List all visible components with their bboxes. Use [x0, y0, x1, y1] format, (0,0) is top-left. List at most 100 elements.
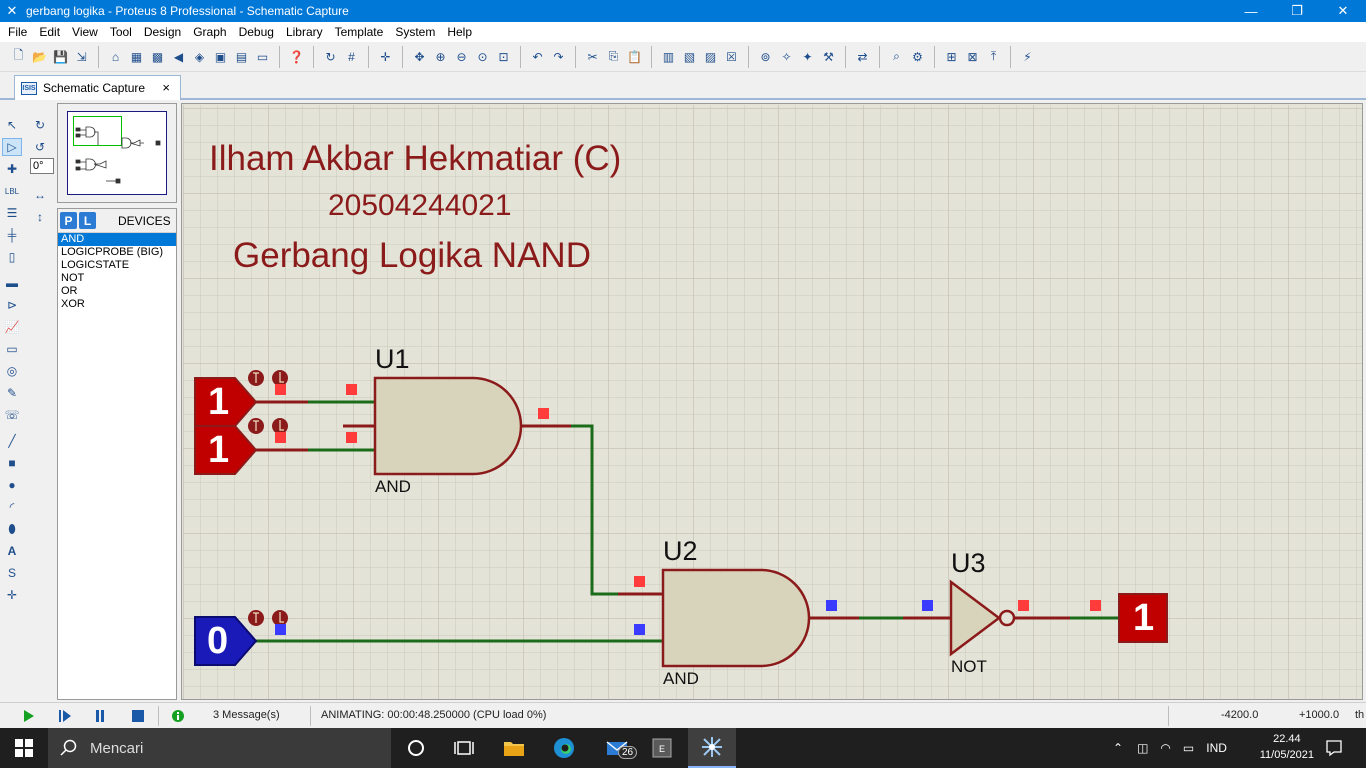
- selection-mode-icon[interactable]: ↖: [6, 118, 18, 132]
- tab-close-icon[interactable]: ×: [162, 80, 170, 95]
- pan-icon[interactable]: ✥: [414, 49, 425, 64]
- subcircuit-icon[interactable]: ▯: [8, 250, 16, 264]
- undo-icon[interactable]: ↶: [532, 49, 543, 64]
- line-icon[interactable]: ╱: [8, 434, 16, 448]
- text-icon[interactable]: A: [7, 544, 17, 558]
- new-file-icon[interactable]: 🗋: [13, 48, 24, 62]
- home-icon[interactable]: ⌂: [111, 49, 120, 64]
- menu-system[interactable]: System: [395, 25, 436, 39]
- zoom-area-icon[interactable]: ⊡: [498, 49, 509, 64]
- gerber-icon[interactable]: ▣: [214, 49, 227, 64]
- proteus-taskbar-icon[interactable]: [688, 728, 736, 768]
- block-rotate-icon[interactable]: ▨: [704, 49, 717, 64]
- graph-icon[interactable]: 📈: [4, 320, 20, 334]
- device-item-and[interactable]: AND: [58, 233, 176, 246]
- component-mode-icon[interactable]: ▷: [2, 138, 22, 156]
- taskbar-search[interactable]: Mencari: [48, 728, 391, 768]
- block-move-icon[interactable]: ▧: [683, 49, 696, 64]
- design-explorer-icon[interactable]: ▭: [256, 49, 269, 64]
- block-copy-icon[interactable]: ▥: [662, 49, 675, 64]
- back-icon[interactable]: ◀: [173, 49, 184, 64]
- menu-library[interactable]: Library: [285, 25, 323, 39]
- edge-browser-icon[interactable]: [540, 728, 588, 768]
- zoom-out-icon[interactable]: ⊖: [456, 49, 467, 64]
- block-delete-icon[interactable]: ☒: [726, 49, 737, 64]
- grid-toggle-icon[interactable]: #: [348, 49, 355, 64]
- tab-schematic-capture[interactable]: ISIS Schematic Capture ×: [14, 75, 181, 100]
- package-tool-icon[interactable]: ✦: [802, 49, 813, 64]
- taskbar-clock[interactable]: 22.44 11/05/2021: [1260, 731, 1314, 763]
- pick-device-icon[interactable]: ⊚: [760, 49, 771, 64]
- menu-tool[interactable]: Tool: [109, 25, 132, 39]
- logicstate-in3[interactable]: [194, 616, 258, 666]
- path-icon[interactable]: ⬮: [8, 521, 16, 536]
- menu-edit[interactable]: Edit: [39, 25, 61, 39]
- zoom-all-icon[interactable]: ⊙: [477, 49, 488, 64]
- message-count[interactable]: 3 Message(s): [213, 709, 280, 721]
- play-icon[interactable]: [20, 708, 36, 724]
- toggle-dots-icon[interactable]: [248, 370, 288, 626]
- circle-icon[interactable]: ●: [8, 478, 16, 492]
- flip-vertical-icon[interactable]: ↕: [37, 210, 43, 224]
- zoom-in-icon[interactable]: ⊕: [435, 49, 446, 64]
- file-explorer-icon[interactable]: [490, 728, 538, 768]
- minimize-button[interactable]: —: [1244, 3, 1258, 19]
- decompose-icon[interactable]: ⚒: [823, 49, 834, 64]
- logicstate-in2[interactable]: [194, 425, 258, 475]
- terminal-icon[interactable]: ▬: [6, 276, 18, 290]
- bus-icon[interactable]: ╪: [7, 228, 17, 242]
- menu-template[interactable]: Template: [334, 25, 384, 39]
- rotation-angle-field[interactable]: 0°: [30, 158, 54, 174]
- menu-help[interactable]: Help: [447, 25, 473, 39]
- task-view-icon[interactable]: [440, 728, 488, 768]
- open-folder-icon[interactable]: 📂: [32, 49, 47, 64]
- logicstate-in1[interactable]: [194, 377, 258, 427]
- bom-icon[interactable]: ▤: [235, 49, 248, 64]
- menu-graph[interactable]: Graph: [193, 25, 227, 39]
- info-icon[interactable]: [170, 708, 186, 724]
- property-assign-icon[interactable]: ⚙: [912, 49, 923, 64]
- menu-debug[interactable]: Debug: [238, 25, 274, 39]
- logicprobe-out[interactable]: [1118, 593, 1168, 643]
- menu-view[interactable]: View: [72, 25, 98, 39]
- cortana-icon[interactable]: [392, 728, 440, 768]
- overview-map[interactable]: [67, 111, 167, 195]
- import-icon[interactable]: ⇲: [76, 49, 87, 64]
- device-item-xor[interactable]: XOR: [61, 298, 85, 310]
- make-device-icon[interactable]: ✧: [781, 49, 792, 64]
- junction-dot-icon[interactable]: ✚: [6, 162, 18, 176]
- schematic-icon[interactable]: ▦: [130, 49, 143, 64]
- language-indicator[interactable]: IND: [1206, 741, 1227, 755]
- tape-recorder-icon[interactable]: ▭: [6, 342, 18, 356]
- flip-horizontal-icon[interactable]: ↔: [34, 188, 46, 202]
- restore-button[interactable]: ❐: [1291, 3, 1303, 18]
- copy-icon[interactable]: ⎘: [608, 49, 619, 63]
- start-button[interactable]: [0, 728, 48, 768]
- gate-u1[interactable]: [373, 376, 523, 476]
- mail-icon[interactable]: 26: [594, 728, 642, 768]
- rotate-anticlockwise-icon[interactable]: ↺: [34, 140, 46, 154]
- library-manager-button[interactable]: L: [79, 212, 96, 229]
- close-button[interactable]: ✕: [1337, 3, 1349, 18]
- voltage-probe-icon[interactable]: ✎: [6, 386, 18, 400]
- menu-file[interactable]: File: [8, 25, 28, 39]
- search-tag-icon[interactable]: ⌕: [893, 49, 900, 63]
- text-script-icon[interactable]: ☰: [6, 206, 18, 220]
- refresh-icon[interactable]: ↻: [325, 49, 336, 64]
- box-icon[interactable]: ■: [8, 456, 16, 470]
- menu-design[interactable]: Design: [143, 25, 182, 39]
- generator-icon[interactable]: ◎: [6, 364, 18, 378]
- wire-autorouter-icon[interactable]: ⇄: [857, 49, 868, 64]
- device-pin-icon[interactable]: ⊳: [6, 298, 18, 312]
- marker-icon[interactable]: ✛: [6, 588, 18, 602]
- help-icon[interactable]: ❓: [289, 49, 304, 64]
- 3d-view-icon[interactable]: ◈: [194, 49, 205, 64]
- cut-icon[interactable]: ✂: [587, 49, 598, 64]
- device-item-logicstate[interactable]: LOGICSTATE: [61, 259, 130, 271]
- gate-u3[interactable]: [949, 579, 1016, 657]
- save-icon[interactable]: 💾: [53, 49, 68, 64]
- battery-icon[interactable]: ▭: [1182, 741, 1195, 755]
- exit-to-parent-icon[interactable]: ⤒: [990, 49, 997, 63]
- pick-devices-button[interactable]: P: [60, 212, 77, 229]
- new-sheet-icon[interactable]: ⊞: [946, 49, 957, 64]
